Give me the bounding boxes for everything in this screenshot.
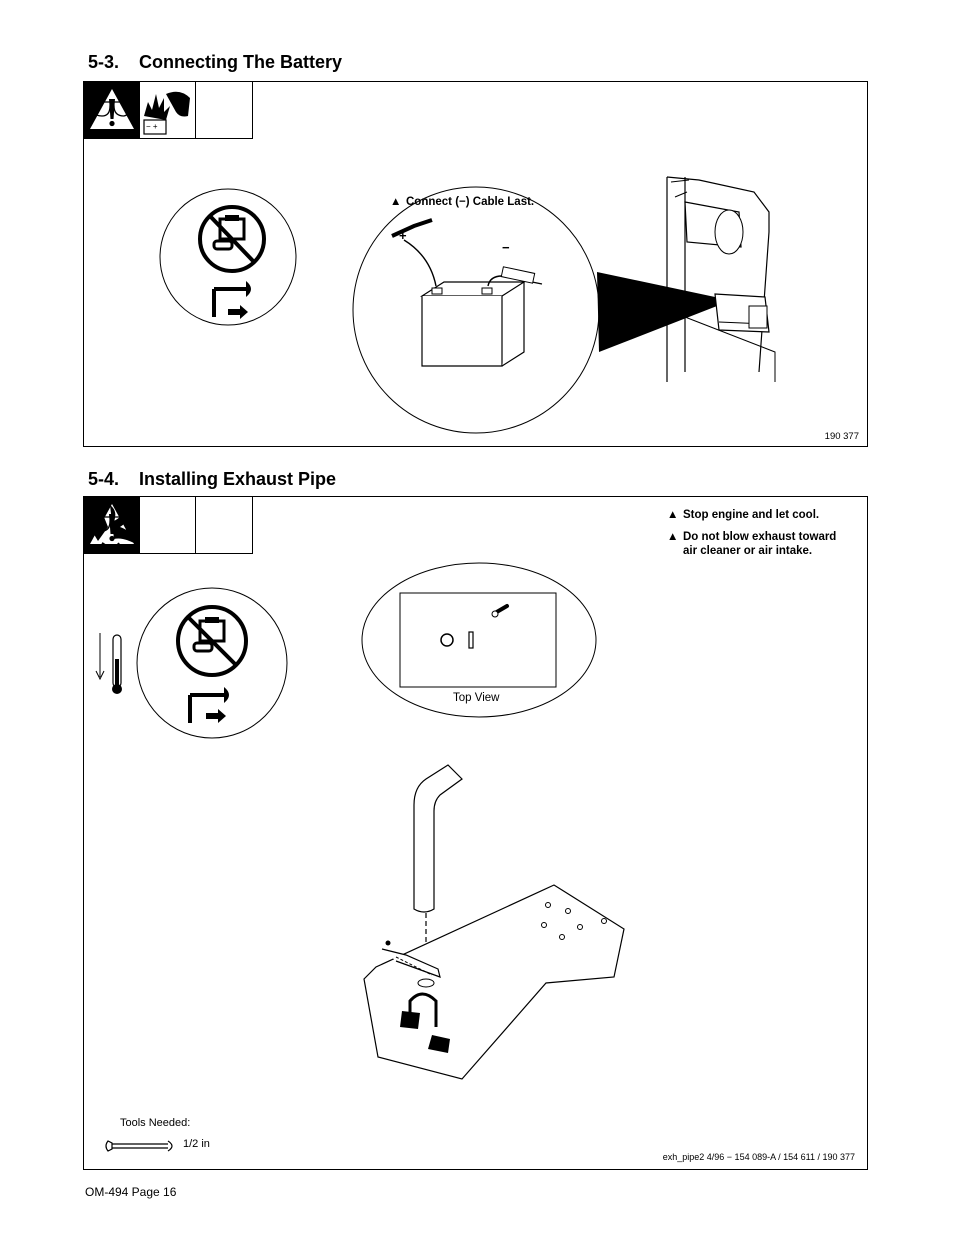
top-view-label: Top View (453, 692, 500, 704)
caution-triangle-icon: ▲ (667, 509, 679, 521)
figure-id: exh_pipe2 4/96 − 154 089-A / 154 611 / 1… (662, 1152, 855, 1162)
cooldown-thermometer-icon (95, 633, 122, 694)
wrench-icon (105, 1140, 173, 1152)
page-footer: OM-494 Page 16 (85, 1185, 177, 1199)
caution-triangle-icon: ▲ (390, 196, 402, 208)
hazard-symbol-strip (84, 497, 253, 554)
top-view-callout (361, 562, 597, 718)
section-heading-5-3: 5-3. Connecting The Battery (88, 52, 342, 73)
terminal-plus-label: + (399, 228, 407, 243)
disconnect-icon (212, 281, 251, 319)
safety-glasses-icon (88, 497, 252, 553)
tools-needed-label: Tools Needed: (120, 1117, 191, 1129)
stop-engine-note: ▲ Stop engine and let cool. (667, 508, 819, 522)
no-engine-running-icon (198, 205, 266, 273)
machine-battery-location (597, 176, 776, 382)
battery-explosion-icon: − + (140, 82, 196, 138)
note-text: air cleaner or air intake. (683, 545, 813, 557)
no-engine-running-icon (176, 605, 248, 677)
section-title: Installing Exhaust Pipe (139, 469, 337, 489)
battery-figure-frame: − + (83, 81, 868, 447)
engine-off-circle (159, 188, 297, 326)
exhaust-figure-frame: ▲ Stop engine and let cool. ▲ Do not blow … (83, 496, 868, 1170)
section-heading-5-4: 5-4. Installing Exhaust Pipe (88, 469, 336, 490)
figure-id: 190 377 (824, 431, 859, 442)
connect-cable-note: ▲ Connect (−) Cable Last. (390, 195, 534, 209)
exhaust-pipe-illustration (363, 764, 625, 1080)
exhaust-direction-note: ▲ Do not blow exhaust toward air cleaner … (667, 530, 836, 558)
battery-polarity-label: − + (146, 122, 158, 131)
tool-size-label: 1/2 in (183, 1138, 210, 1150)
note-text: Stop engine and let cool. (683, 509, 820, 521)
note-text: Do not blow exhaust toward (683, 531, 837, 543)
section-title: Connecting The Battery (139, 52, 343, 72)
hazard-symbol-strip: − + (84, 82, 253, 139)
terminal-minus-label: − (502, 240, 510, 255)
safety-glasses-icon (88, 82, 252, 138)
caution-triangle-icon: ▲ (667, 531, 679, 543)
disconnect-icon (188, 687, 229, 723)
battery-illustration (391, 218, 543, 367)
hot-parts-icon (90, 497, 196, 553)
section-number: 5-3. (88, 52, 120, 72)
note-text: Connect (−) Cable Last. (406, 196, 535, 208)
section-number: 5-4. (88, 469, 120, 489)
engine-off-circle (136, 587, 288, 739)
battery-detail-circle (352, 186, 600, 434)
